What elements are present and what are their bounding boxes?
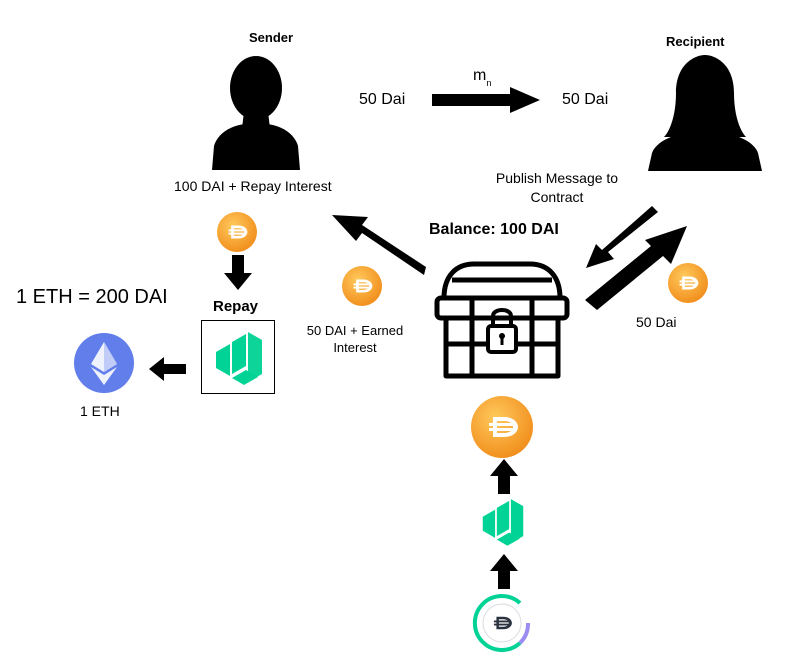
up-arrow-top: [490, 459, 518, 494]
publish-message-label: Publish Message to Contract: [474, 169, 640, 207]
withdraw-left-arrow: [149, 357, 186, 381]
repay-down-arrow: [224, 255, 252, 290]
sender-title: Sender: [249, 30, 294, 45]
dai-coin-icon: [471, 396, 533, 458]
dai-coin-icon: [217, 212, 257, 252]
recipient-person-icon: [648, 55, 762, 171]
publish-message-arrow: [586, 206, 658, 268]
earned-interest-label: 50 DAI + Earned Interest: [290, 322, 420, 356]
compound-box: [201, 320, 275, 394]
up-arrow-bottom: [490, 554, 518, 589]
transfer-left-amount: 50 Dai: [359, 91, 406, 108]
payout-arrow: [585, 226, 687, 310]
transfer-right-amount: 50 Dai: [562, 91, 609, 108]
publish-message-line2: Contract: [530, 189, 584, 205]
eth-amount-label: 1 ETH: [80, 403, 120, 419]
publish-message-line1: Publish Message to: [495, 170, 619, 186]
compound-icon: [482, 499, 524, 546]
earned-interest-line1: 50 DAI + Earned: [306, 323, 404, 338]
message-label: mn: [473, 67, 491, 88]
repay-label: Repay: [213, 298, 259, 315]
sender-holding-label: 100 DAI + Repay Interest: [174, 178, 332, 194]
cdai-icon: [472, 594, 530, 652]
earned-interest-line2: Interest: [333, 340, 377, 355]
compound-icon: [216, 332, 262, 385]
refund-arrow: [332, 215, 426, 275]
message-label-subscript: n: [486, 78, 492, 88]
payout-amount-label: 50 Dai: [636, 314, 677, 330]
transfer-arrow: [432, 87, 540, 113]
recipient-title: Recipient: [666, 34, 725, 49]
exchange-rate-label: 1 ETH = 200 DAI: [16, 286, 168, 308]
ethereum-icon: [74, 333, 134, 393]
dai-coin-icon: [342, 266, 382, 306]
sender-person-icon: [212, 56, 300, 170]
dai-coin-icon: [668, 263, 708, 303]
balance-label: Balance: 100 DAI: [429, 221, 559, 238]
message-label-text: m: [473, 67, 487, 84]
treasure-chest-icon: [434, 261, 570, 379]
